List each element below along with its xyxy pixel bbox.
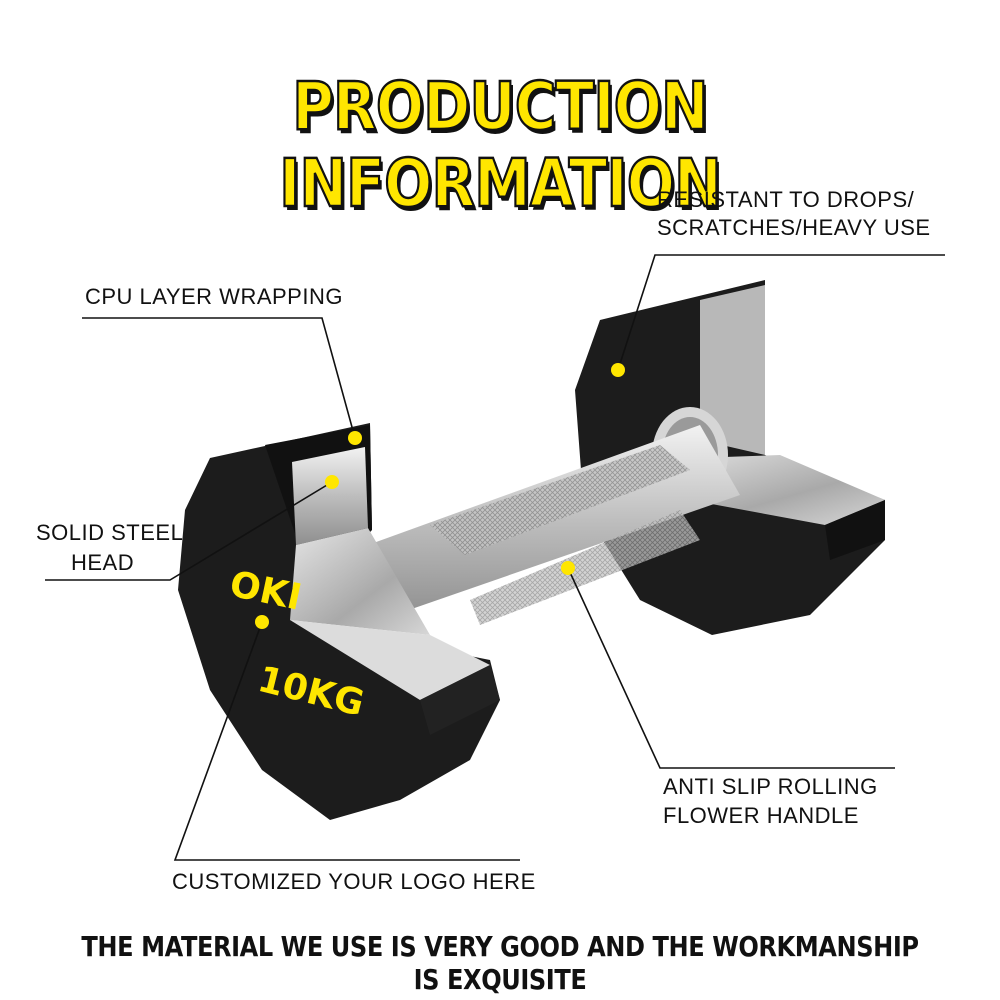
callout-steel-line2: HEAD <box>71 550 135 575</box>
page-title: PRODUCTION INFORMATION <box>278 67 722 224</box>
dot-handle <box>561 561 575 575</box>
footer-tagline: THE MATERIAL WE USE IS VERY GOOD AND THE… <box>81 930 919 996</box>
handle <box>340 425 740 625</box>
callout-logo: CUSTOMIZED YOUR LOGO HERE <box>172 869 536 894</box>
callout-lines <box>45 254 945 861</box>
dot-logo <box>255 615 269 629</box>
dot-cpu <box>348 431 362 445</box>
callout-drops-line1: RESISTANT TO DROPS/ <box>657 187 915 212</box>
dot-steel <box>325 475 339 489</box>
callout-cpu: CPU LAYER WRAPPING <box>85 284 343 309</box>
callout-dots <box>255 363 625 629</box>
callout-steel-line1: SOLID STEEL <box>36 520 184 545</box>
dot-drops <box>611 363 625 377</box>
left-plate: OKI 10KG <box>178 423 500 820</box>
callout-handle-line2: FLOWER HANDLE <box>663 803 859 828</box>
callout-drops-line2: SCRATCHES/HEAVY USE <box>657 215 931 240</box>
callout-handle-line1: ANTI SLIP ROLLING <box>663 774 878 799</box>
